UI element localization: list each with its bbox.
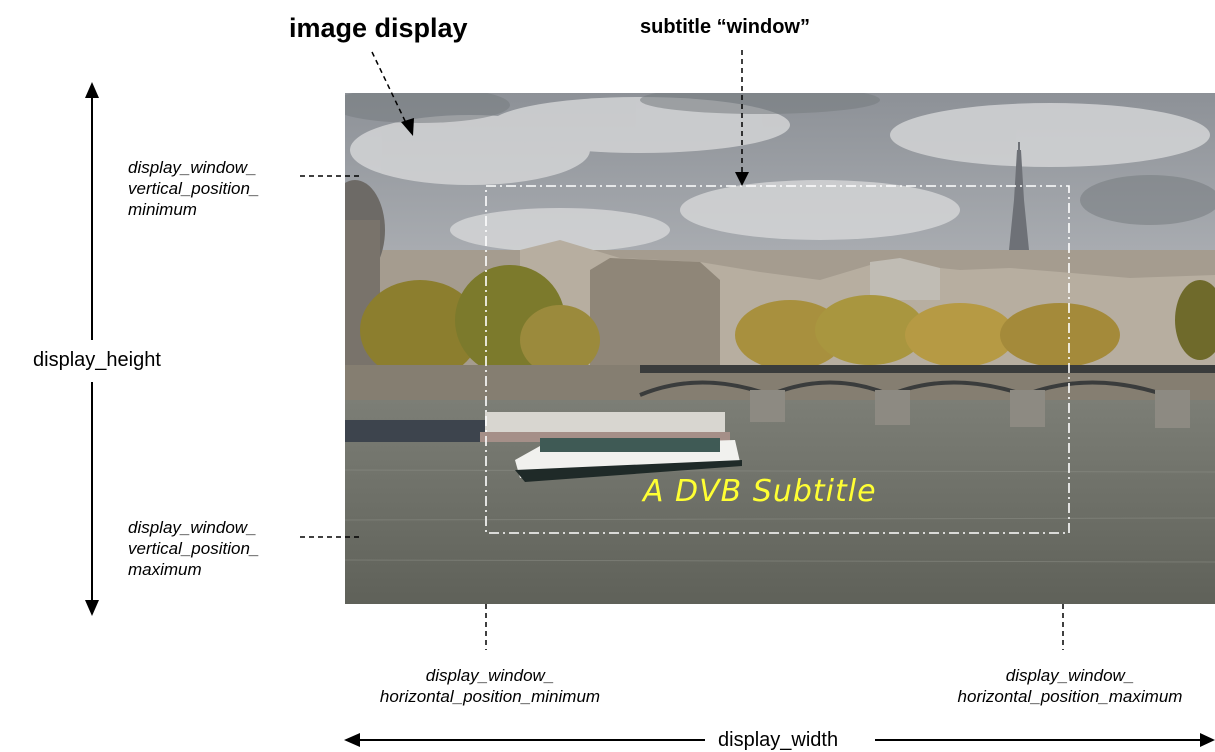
v-max-line-3: maximum — [128, 560, 202, 579]
h-max-line-1: display_window_ — [1005, 666, 1135, 685]
h-max-label: display_window_ horizontal_position_maxi… — [920, 665, 1215, 707]
bridge — [639, 365, 1215, 428]
v-max-label: display_window_ vertical_position_ maxim… — [128, 517, 298, 580]
v-min-label: display_window_ vertical_position_ minim… — [128, 157, 298, 220]
h-min-line-2: horizontal_position_minimum — [379, 687, 601, 706]
image-display-arrowhead — [401, 118, 414, 136]
subtitle-window — [485, 185, 1070, 534]
v-min-line-3: minimum — [128, 200, 197, 219]
subtitle-window-arrowhead — [735, 172, 749, 186]
h-min-label: display_window_ horizontal_position_mini… — [340, 665, 640, 707]
display-height-arrow — [85, 82, 99, 616]
h-min-line-1: display_window_ — [425, 666, 555, 685]
display-height-label: display_height — [33, 349, 161, 372]
display-width-arrow — [344, 733, 1215, 747]
display-width-label: display_width — [714, 729, 843, 752]
image-display-photo — [345, 93, 1215, 604]
moored-boat — [345, 420, 485, 442]
v-max-line-1: display_window_ — [128, 518, 257, 537]
dvb-subtitle-text: A DVB Subtitle — [643, 474, 877, 509]
image-display-leader — [371, 51, 408, 126]
v-min-line-1: display_window_ — [128, 158, 257, 177]
h-max-line-2: horizontal_position_maximum — [957, 687, 1183, 706]
trees — [360, 265, 1215, 380]
tour-boat — [480, 412, 742, 482]
image-display-label: image display — [289, 13, 468, 43]
subtitle-window-label: subtitle “window” — [640, 16, 810, 38]
v-max-line-2: vertical_position_ — [128, 539, 260, 558]
v-min-line-2: vertical_position_ — [128, 179, 260, 198]
